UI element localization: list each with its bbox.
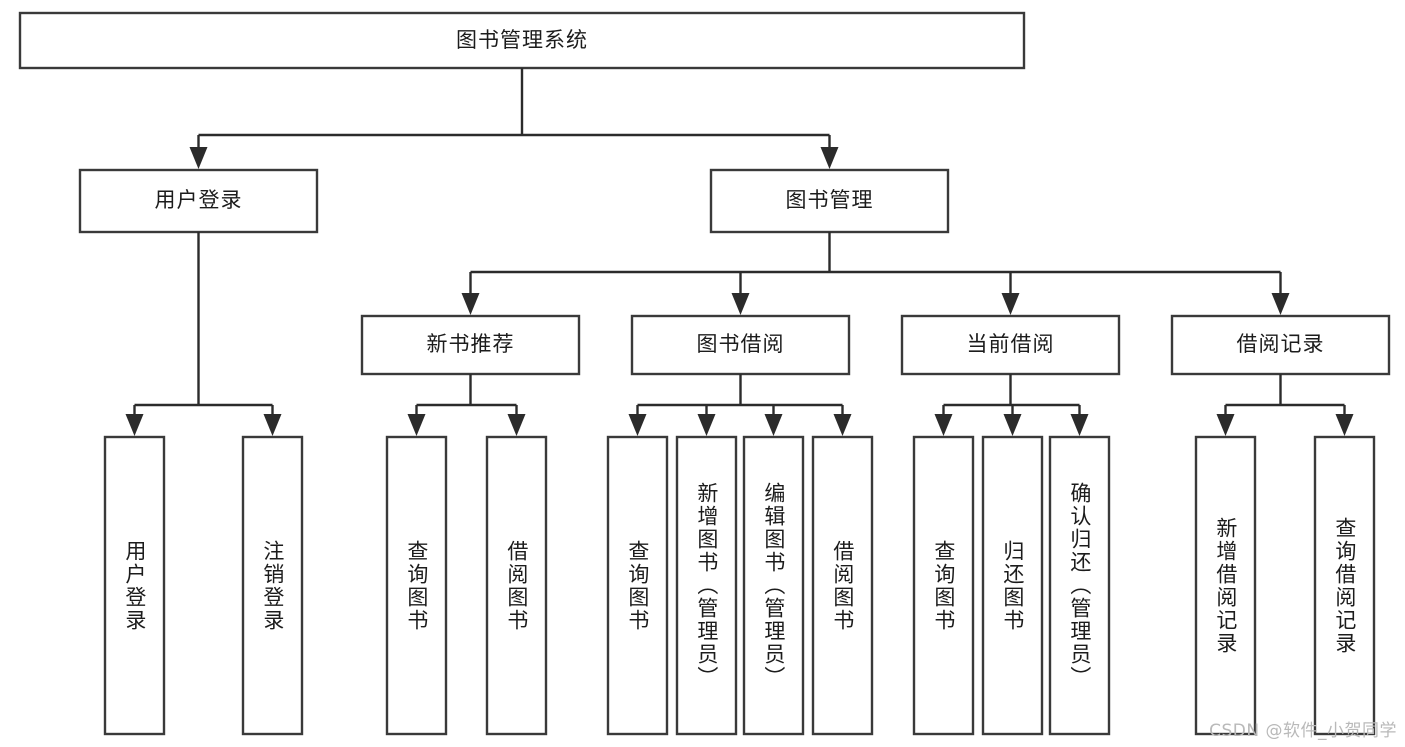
arrow-head-icon: [764, 414, 783, 436]
arrow-head-icon: [461, 293, 480, 315]
level3-node-box[interactable]: [360, 314, 581, 376]
arrow-head-icon: [1070, 414, 1089, 436]
level2-node-box[interactable]: [78, 168, 319, 234]
leaf-node-box[interactable]: [981, 435, 1044, 736]
boxes-layer: [18, 11, 1391, 736]
leaf-node-box[interactable]: [811, 435, 874, 736]
arrow-head-icon: [628, 414, 647, 436]
arrow-head-icon: [407, 414, 426, 436]
arrow-head-icon: [934, 414, 953, 436]
arrow-head-icon: [833, 414, 852, 436]
arrow-head-icon: [1003, 414, 1022, 436]
arrow-head-icon: [1001, 293, 1020, 315]
arrow-head-icon: [731, 293, 750, 315]
arrow-head-icon: [125, 414, 144, 436]
leaf-node-box[interactable]: [385, 435, 448, 736]
level3-node-box[interactable]: [900, 314, 1121, 376]
leaf-node-box[interactable]: [241, 435, 304, 736]
watermark-text: CSDN @软件_小贺同学: [1209, 721, 1397, 741]
arrow-head-icon: [1216, 414, 1235, 436]
arrow-head-icon: [189, 147, 208, 169]
arrow-head-icon: [1271, 293, 1290, 315]
arrow-head-icon: [820, 147, 839, 169]
connectors-layer: [125, 68, 1354, 436]
level3-node-box[interactable]: [630, 314, 851, 376]
leaf-node-box[interactable]: [606, 435, 669, 736]
level3-node-box[interactable]: [1170, 314, 1391, 376]
leaf-node-box[interactable]: [103, 435, 166, 736]
leaf-node-box[interactable]: [675, 435, 738, 736]
arrow-head-icon: [263, 414, 282, 436]
root-node-box[interactable]: [18, 11, 1026, 70]
leaf-node-box[interactable]: [485, 435, 548, 736]
leaf-node-box[interactable]: [1194, 435, 1257, 736]
leaf-node-box[interactable]: [912, 435, 975, 736]
leaf-node-box[interactable]: [1048, 435, 1111, 736]
leaf-node-box[interactable]: [1313, 435, 1376, 736]
arrow-head-icon: [1335, 414, 1354, 436]
arrow-head-icon: [507, 414, 526, 436]
level2-node-box[interactable]: [709, 168, 950, 234]
arrow-head-icon: [697, 414, 716, 436]
leaf-node-box[interactable]: [742, 435, 805, 736]
